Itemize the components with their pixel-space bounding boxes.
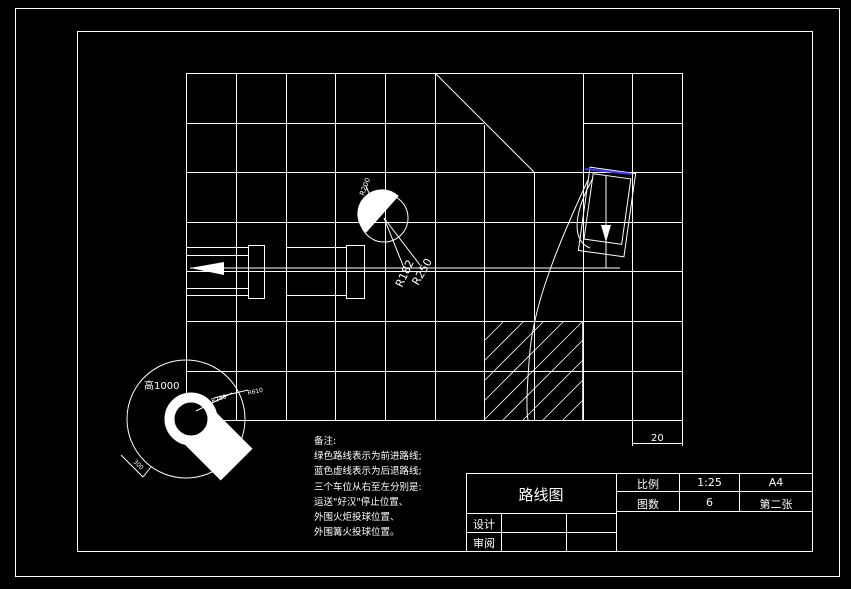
label-r610: R610 <box>247 387 264 397</box>
dimension-20-label: 20 <box>651 433 664 444</box>
scale-label: 比例 <box>637 478 659 491</box>
route-curve-2 <box>576 177 594 249</box>
notes-line: 外围篝火投球位置。 <box>314 527 400 539</box>
robot-right <box>577 166 637 258</box>
notes-line: 外围火炬投球位置、 <box>314 512 400 524</box>
sheet-count: 6 <box>706 496 713 509</box>
label-r280: R280 <box>210 393 227 405</box>
notes-line: 蓝色虚线表示为后退路线; <box>314 466 422 478</box>
notes-line: 三个车位从右至左分别是: <box>314 481 422 493</box>
scale-value: 1:25 <box>697 476 722 489</box>
robot-left <box>186 245 265 299</box>
reverse-edge <box>584 168 633 175</box>
arrow-down-icon <box>601 225 611 242</box>
label-300: 300 <box>132 458 145 471</box>
designer-label: 设计 <box>473 518 495 531</box>
notes-line: 绿色路线表示为前进路线; <box>314 451 422 463</box>
title-block <box>466 473 813 552</box>
field-grid <box>186 72 683 421</box>
outer-bonfire-circle <box>120 359 253 481</box>
label-height: 高1000 <box>144 379 179 392</box>
notes-heading: 备注: <box>314 436 337 447</box>
robot-middle <box>286 245 365 299</box>
paper-size: A4 <box>768 476 784 489</box>
dimension-20 <box>632 420 683 446</box>
sheet-order: 第二张 <box>759 498 793 511</box>
outer-frame <box>15 8 840 577</box>
hatched-zone <box>483 320 584 421</box>
center-circle <box>357 185 421 269</box>
drawing-title: 路线图 <box>518 486 564 504</box>
inner-frame <box>77 31 813 552</box>
sheet-label: 图数 <box>637 498 659 511</box>
route-curve <box>526 179 589 421</box>
notes-block: 备注: 绿色路线表示为前进路线; 蓝色虚线表示为后退路线; 三个车位从右至左分别是: 运… <box>314 434 422 540</box>
reviewer-label: 审阅 <box>473 537 495 550</box>
notes-line: 运送"好汉"停止位置、 <box>314 496 409 508</box>
